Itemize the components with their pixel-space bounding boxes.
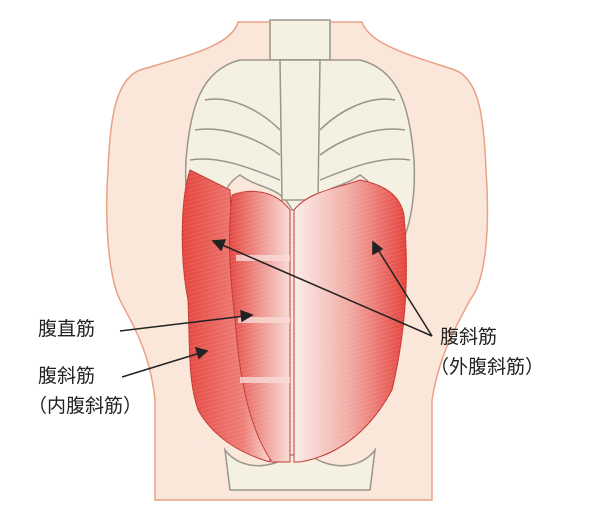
label-external-oblique-sub: （外腹斜筋） — [430, 356, 545, 378]
label-rectus-abdominis: 腹直筋 — [38, 318, 96, 340]
leader-lines — [119, 239, 433, 378]
label-internal-oblique-sub: （内腹斜筋） — [28, 395, 143, 417]
label-internal-oblique: 腹斜筋 — [38, 365, 96, 387]
label-external-oblique: 腹斜筋 — [440, 326, 498, 348]
